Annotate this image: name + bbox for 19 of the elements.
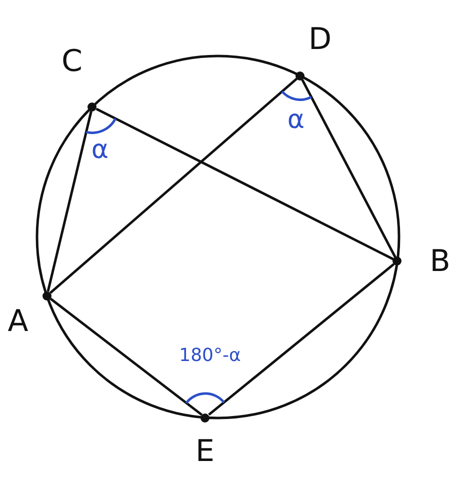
- point-label: C: [62, 47, 82, 77]
- point-dot: [392, 256, 402, 266]
- chord-line: [208, 263, 395, 416]
- point-label: E: [196, 437, 214, 467]
- point-label: B: [430, 247, 450, 277]
- chord-line: [46, 110, 92, 292]
- chord-line: [49, 78, 298, 294]
- chord-line: [96, 108, 394, 260]
- point-dot: [88, 102, 97, 112]
- chord-line: [301, 79, 396, 258]
- point-label: D: [308, 25, 332, 55]
- angle-label: α: [91, 137, 109, 163]
- point-dot: [200, 413, 210, 422]
- chord-line: [50, 298, 203, 416]
- angle-label: 180°-α: [179, 347, 241, 365]
- point-dot: [296, 71, 305, 80]
- angle-label: α: [287, 107, 305, 133]
- point-label: A: [8, 307, 28, 337]
- point-dot: [42, 291, 52, 300]
